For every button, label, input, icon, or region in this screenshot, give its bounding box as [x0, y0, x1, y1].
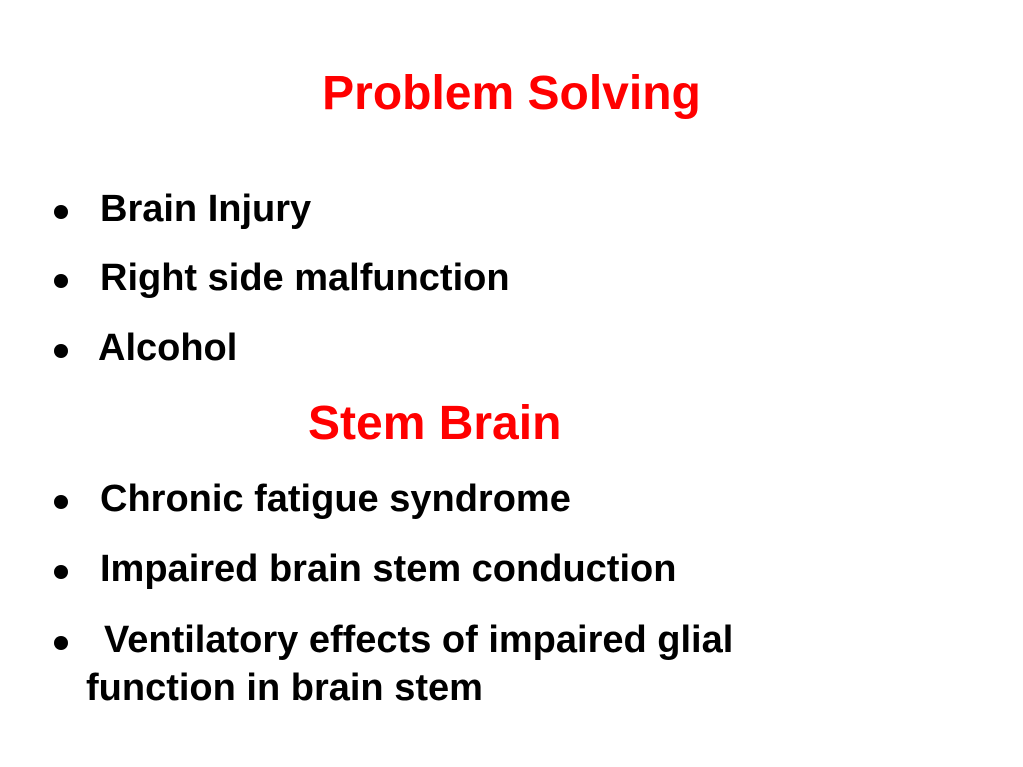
list-item-continuation: function in brain stem	[86, 667, 483, 709]
bullet-icon	[54, 495, 68, 509]
list-item-brain-injury: Brain Injury	[0, 186, 1023, 232]
list-item-right-side-malfunction: Right side malfunction	[0, 255, 1023, 301]
list-item-label: Chronic fatigue syndrome	[100, 478, 571, 520]
slide-title: Problem Solving	[322, 67, 701, 120]
list-item-label: Impaired brain stem conduction	[100, 548, 677, 590]
list-item-label: Brain Injury	[100, 188, 312, 230]
list-item-alcohol: Alcohol	[0, 325, 1023, 371]
section-subtitle: Stem Brain	[308, 397, 562, 450]
bullet-icon	[54, 274, 68, 288]
bullet-icon	[54, 205, 68, 219]
list-item-chronic-fatigue: Chronic fatigue syndrome	[0, 476, 1023, 522]
list-item-ventilatory-effects: Ventilatory effects of impaired glial fu…	[0, 617, 1023, 709]
list-item-impaired-conduction: Impaired brain stem conduction	[0, 546, 1023, 592]
list-item-label: Ventilatory effects of impaired glial	[104, 619, 734, 661]
bullet-icon	[54, 565, 68, 579]
bullet-icon	[54, 344, 68, 358]
bullet-icon	[54, 636, 68, 650]
list-item-label: Alcohol	[98, 327, 238, 369]
list-item-label: Right side malfunction	[100, 257, 510, 299]
